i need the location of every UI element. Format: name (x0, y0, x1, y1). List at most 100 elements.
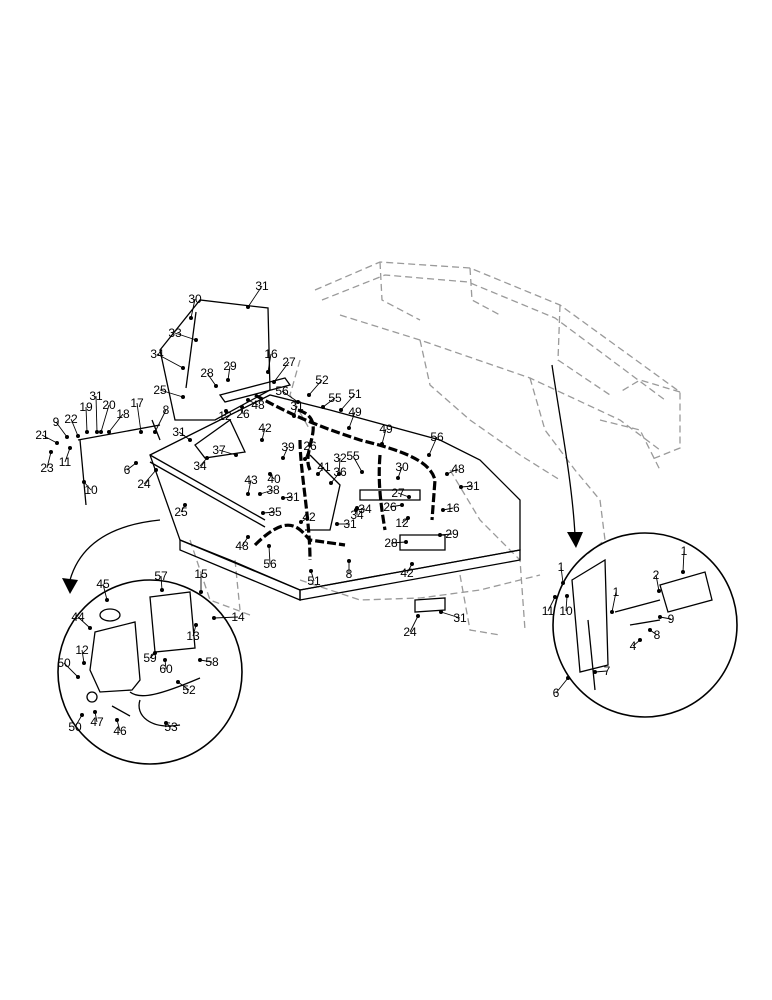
leader-line (262, 511, 276, 514)
leader-dot (335, 522, 339, 526)
leader-dot (268, 472, 272, 476)
callout-number: 12 (75, 643, 89, 657)
leader-dot (307, 393, 311, 397)
leader-lines (41, 285, 685, 732)
callout-number: 30 (395, 460, 409, 474)
callout-number: 21 (35, 428, 49, 442)
callout-number: 48 (451, 462, 465, 476)
leader-line (41, 434, 58, 444)
leader-dot (163, 658, 167, 662)
leader-dot (561, 581, 565, 585)
callout-number: 18 (116, 407, 130, 421)
leader-dot (85, 430, 89, 434)
leader-dot (459, 485, 463, 489)
leader-line (160, 575, 163, 591)
callout-number: 36 (333, 465, 347, 479)
leader-line (322, 397, 336, 408)
callout-number: 53 (164, 720, 178, 734)
callout-number: 52 (182, 683, 196, 697)
leader-line (213, 616, 239, 619)
callout-number: 59 (143, 651, 157, 665)
callout-number: 42 (400, 566, 414, 580)
callout-number: 17 (130, 396, 144, 410)
callout-number: 8 (654, 628, 661, 642)
callout-number: 9 (53, 415, 60, 429)
leader-dot (82, 480, 86, 484)
callout-number: 43 (244, 473, 258, 487)
callout-number: 50 (68, 720, 82, 734)
leader-dot (198, 658, 202, 662)
leader-dot (303, 457, 307, 461)
leader-line (440, 611, 461, 619)
callout-number: 20 (102, 398, 116, 412)
callout-number: 55 (346, 449, 360, 463)
callout-number: 29 (445, 527, 459, 541)
leader-dot (212, 616, 216, 620)
callout-number: 50 (57, 656, 71, 670)
leader-line (390, 541, 407, 544)
leader-line (247, 479, 252, 495)
leader-line (348, 411, 356, 429)
leader-dot (410, 562, 414, 566)
leader-dot (638, 638, 642, 642)
callout-number: 27 (282, 355, 296, 369)
leader-line (77, 616, 91, 629)
callout-number: 39 (281, 440, 295, 454)
leader-line (174, 332, 197, 341)
callout-number: 16 (446, 501, 460, 515)
callout-number: 26 (303, 439, 317, 453)
leader-dot (400, 503, 404, 507)
leader-line (682, 550, 685, 573)
leader-line (460, 485, 474, 488)
leader-line (190, 298, 196, 319)
leader-dot (234, 453, 238, 457)
callout-number: 33 (168, 326, 182, 340)
leader-line (108, 413, 124, 433)
floor-panel (149, 394, 521, 601)
callout-number: 26 (383, 500, 397, 514)
callout-number: 32 (333, 451, 347, 465)
leader-line (381, 428, 387, 445)
leader-line (177, 681, 190, 691)
callout-number: 31 (466, 479, 480, 493)
leader-dot (246, 398, 250, 402)
callout-number: 41 (317, 460, 331, 474)
leader-dot (267, 544, 271, 548)
leader-line (446, 468, 459, 475)
right-inset (552, 532, 738, 718)
leader-line (199, 659, 213, 663)
callout-number: 35 (268, 505, 282, 519)
callout-number: 31 (343, 517, 357, 531)
leader-line (102, 583, 108, 601)
callout-number: 42 (258, 421, 272, 435)
leader-dot (354, 508, 358, 512)
leader-dot (153, 430, 157, 434)
leader-dot (260, 438, 264, 442)
leader-dot (189, 316, 193, 320)
leader-dot (226, 378, 230, 382)
callout-number: 56 (430, 430, 444, 444)
leader-dot (88, 626, 92, 630)
leader-line (95, 395, 98, 433)
leader-dot (439, 610, 443, 614)
leader-dot (681, 570, 685, 574)
callout-number: 31 (286, 490, 300, 504)
leader-dot (566, 676, 570, 680)
callout-number: 4 (630, 639, 637, 653)
leader-line (81, 649, 85, 664)
callout-number: 48 (251, 398, 265, 412)
leader-line (259, 489, 274, 495)
callout-number: 30 (188, 292, 202, 306)
callout-number: 56 (263, 557, 277, 571)
leader-dot (188, 438, 192, 442)
leader-dot (199, 590, 203, 594)
callout-number: 16 (264, 347, 278, 361)
callout-number: 11 (59, 455, 72, 469)
leader-line (268, 545, 271, 565)
callout-number: 26 (236, 407, 250, 421)
leader-dot (246, 535, 250, 539)
callout-number: 6 (553, 686, 560, 700)
